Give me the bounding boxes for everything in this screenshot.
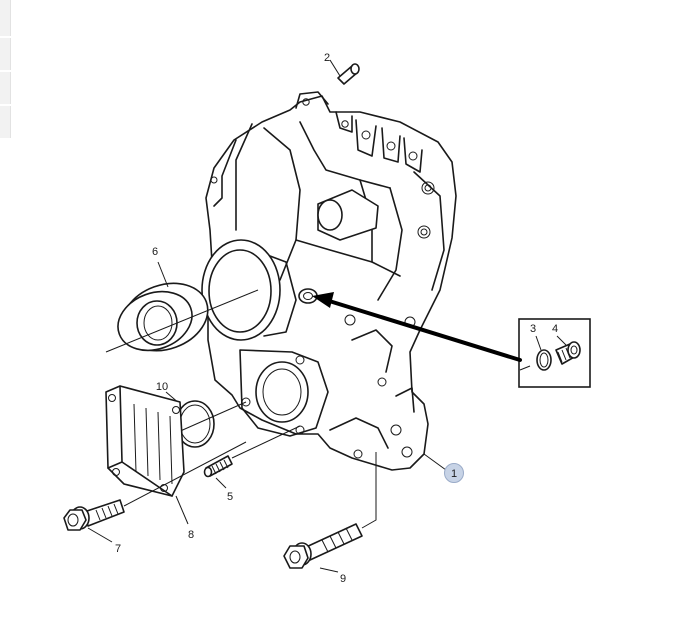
cover-plate[interactable] [105,385,189,525]
left-edge-strip [0,72,11,104]
transmission-housing[interactable] [201,91,457,471]
callout-1: 1 [451,468,457,480]
callout-2: 2 [324,52,330,64]
callout-6: 6 [152,246,158,258]
callout-10: 10 [156,381,168,393]
oil-seal[interactable] [105,261,259,362]
inset-detail [518,318,591,388]
callout-9: 9 [340,573,346,585]
plug-screw[interactable] [555,335,581,365]
seal-washer[interactable] [535,335,552,371]
flange-bolt-9[interactable] [283,452,377,573]
left-edge-strip [0,0,11,36]
callout-3: 3 [530,323,536,335]
callout-8: 8 [188,529,194,541]
callout-1-leader [423,453,447,471]
left-edge-strip [0,106,11,138]
flange-bolt-7[interactable] [63,441,247,543]
callout-1-badge[interactable]: 1 [444,463,464,483]
callout-7: 7 [115,543,121,555]
detail-leader-arrow [312,292,522,362]
callout-4: 4 [552,323,558,335]
callout-5: 5 [227,491,233,503]
dowel-pin[interactable] [329,59,360,85]
threaded-stud[interactable] [203,425,301,489]
left-edge-strip [0,38,11,70]
